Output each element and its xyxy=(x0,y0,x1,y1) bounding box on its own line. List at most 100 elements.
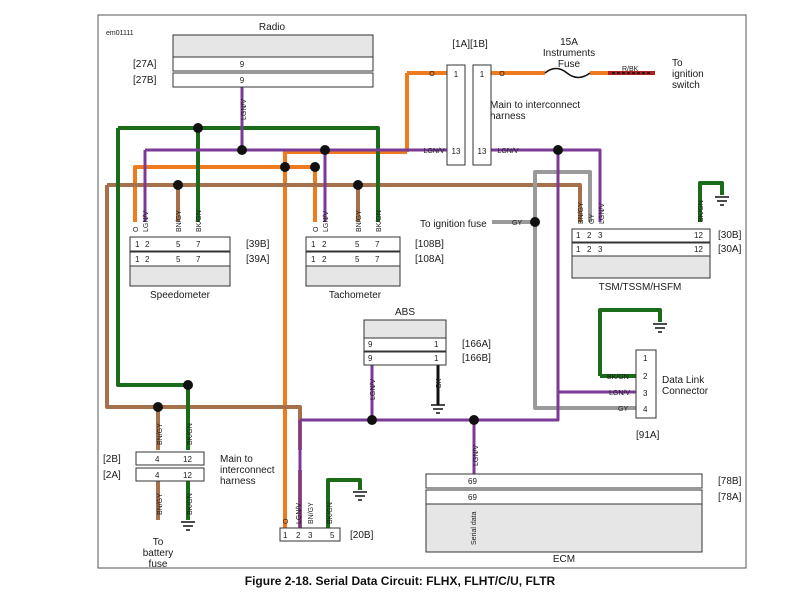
ground-icon xyxy=(353,491,367,501)
svg-text:LGN/V: LGN/V xyxy=(423,148,444,155)
svg-text:3: 3 xyxy=(598,245,603,254)
speedometer: 1 2 5 7 1 2 5 7 Speedometer [39B] [39A] … xyxy=(129,210,270,301)
main-interconnect-top: [1A][1B] 1 1 13 13 O O LGN/V LGN/V Main … xyxy=(423,39,580,166)
tachometer: 1 2 5 7 1 2 5 7 Tachometer [108B] [108A]… xyxy=(305,210,444,301)
svg-text:69: 69 xyxy=(468,477,477,486)
svg-text:BK: BK xyxy=(436,378,443,388)
svg-text:O: O xyxy=(283,518,290,524)
svg-text:5: 5 xyxy=(355,255,360,264)
svg-text:5: 5 xyxy=(355,240,360,249)
connector-20b: [20B] xyxy=(350,530,374,541)
connector-2a: [2A] xyxy=(103,470,121,481)
svg-text:LGN/V: LGN/V xyxy=(323,211,330,232)
svg-text:GY: GY xyxy=(618,406,628,413)
svg-text:GY: GY xyxy=(512,220,522,227)
svg-text:9: 9 xyxy=(240,76,245,85)
orange-power-wires xyxy=(133,71,608,530)
svg-text:1: 1 xyxy=(576,231,581,240)
ground-symbols xyxy=(181,196,729,531)
ground-icon xyxy=(181,521,195,531)
svg-text:BN/GY: BN/GY xyxy=(176,210,183,232)
tachometer-label: Tachometer xyxy=(329,290,382,301)
svg-text:BK/GN: BK/GN xyxy=(376,210,383,232)
svg-text:BK/GN: BK/GN xyxy=(187,493,194,515)
svg-text:LGN/V: LGN/V xyxy=(473,445,480,466)
connector-20b-block: 1 2 3 5 [20B] O LGN/V BN/GY BK/GN xyxy=(279,502,374,542)
svg-text:1: 1 xyxy=(311,255,316,264)
svg-text:BK/GN: BK/GN xyxy=(196,210,203,232)
svg-text:1: 1 xyxy=(311,240,316,249)
svg-text:2: 2 xyxy=(145,240,150,249)
svg-text:BN/GY: BN/GY xyxy=(356,210,363,232)
tsm-label: TSM/TSSM/HSFM xyxy=(599,282,682,293)
svg-text:BN/GY: BN/GY xyxy=(578,202,585,224)
svg-text:BK/GN: BK/GN xyxy=(607,374,629,381)
svg-text:BN/GY: BN/GY xyxy=(308,502,315,524)
svg-text:5: 5 xyxy=(176,255,181,264)
ground-icon xyxy=(431,404,445,414)
figure-id: em01111 xyxy=(106,30,134,37)
svg-text:13: 13 xyxy=(478,147,487,156)
svg-text:7: 7 xyxy=(375,240,380,249)
svg-text:2: 2 xyxy=(587,231,592,240)
connector-108b: [108B] xyxy=(415,239,444,250)
svg-text:4: 4 xyxy=(155,471,160,480)
svg-text:2: 2 xyxy=(322,240,327,249)
splice-dots xyxy=(153,123,563,425)
connector-166a: [166A] xyxy=(462,339,491,350)
svg-text:LGN/V: LGN/V xyxy=(599,203,606,224)
connector-2b: [2B] xyxy=(103,454,121,465)
serial-data-label: Serial data xyxy=(471,511,478,545)
svg-text:9: 9 xyxy=(240,60,245,69)
connector-27a: [27A] xyxy=(133,59,157,70)
svg-text:3: 3 xyxy=(308,531,313,540)
to-ignition-fuse-label: To ignition fuse xyxy=(420,219,487,230)
svg-text:O: O xyxy=(499,71,505,78)
svg-text:BK/GN: BK/GN xyxy=(327,502,334,524)
svg-text:GY: GY xyxy=(589,214,596,224)
svg-text:9: 9 xyxy=(368,340,373,349)
connector-166b: [166B] xyxy=(462,353,491,364)
svg-text:2: 2 xyxy=(322,255,327,264)
diagram-frame xyxy=(97,14,747,569)
svg-text:1: 1 xyxy=(434,340,439,349)
connector-108a: [108A] xyxy=(415,254,444,265)
connector-91a: [91A] xyxy=(636,430,660,441)
to-ignition-fuse: To ignition fuse GY xyxy=(420,219,522,230)
svg-text:13: 13 xyxy=(452,147,461,156)
svg-text:7: 7 xyxy=(196,255,201,264)
svg-text:9: 9 xyxy=(368,354,373,363)
connector-27b: [27B] xyxy=(133,75,157,86)
svg-text:1: 1 xyxy=(135,255,140,264)
svg-text:5: 5 xyxy=(330,531,335,540)
speedometer-label: Speedometer xyxy=(150,290,211,301)
svg-text:7: 7 xyxy=(375,255,380,264)
connector-1a1b: [1A][1B] xyxy=(452,39,488,50)
ecm-module: 69 69 Serial data ECM [78B] [78A] LGN/V xyxy=(425,445,742,565)
svg-text:12: 12 xyxy=(694,231,703,240)
svg-text:7: 7 xyxy=(196,240,201,249)
svg-text:R/BK: R/BK xyxy=(622,66,639,73)
connector-30a: [30A] xyxy=(718,244,742,255)
ground-icon xyxy=(715,196,729,206)
radio-label: Radio xyxy=(259,22,286,33)
abs-module: ABS 9 1 9 1 [166A] [166B] LGN/V BK xyxy=(363,307,491,400)
svg-text:5: 5 xyxy=(176,240,181,249)
svg-text:BN/GY: BN/GY xyxy=(157,493,164,515)
svg-text:LGN/V: LGN/V xyxy=(241,99,248,120)
svg-text:BK/GN: BK/GN xyxy=(187,423,194,445)
svg-text:4: 4 xyxy=(155,455,160,464)
svg-text:O: O xyxy=(313,226,320,232)
svg-text:O: O xyxy=(429,71,435,78)
svg-text:3: 3 xyxy=(598,231,603,240)
tsm-module: 1 2 3 12 1 2 3 12 TSM/TSSM/HSFM [30B] [3… xyxy=(571,200,742,293)
svg-text:LGN/V: LGN/V xyxy=(370,379,377,400)
